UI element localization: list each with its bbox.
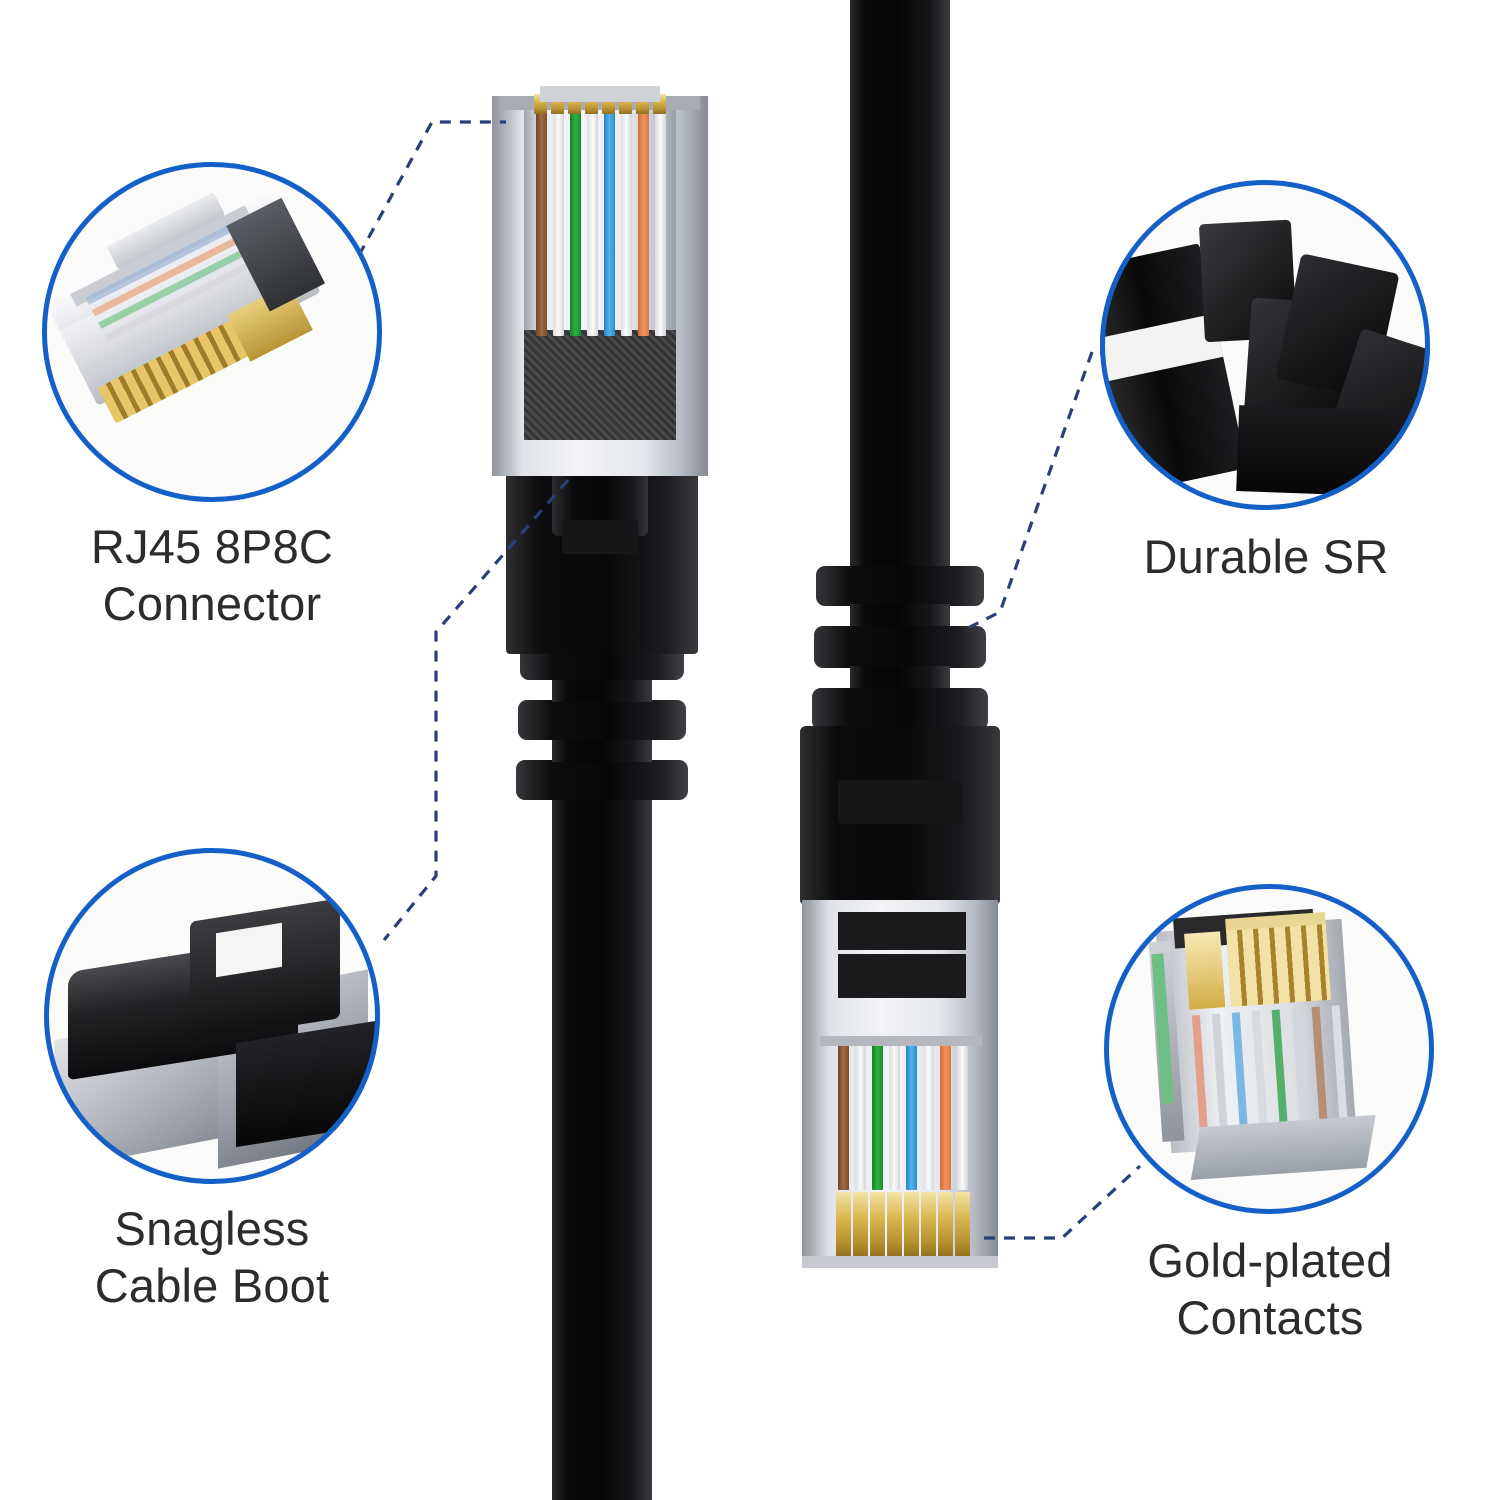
right-cable-body [850,0,950,572]
right-gold-contact-3 [870,1192,885,1258]
right-gold-contact-1 [836,1192,851,1258]
left-boot-latch-notch [562,520,638,554]
right-wire-green [872,1042,883,1190]
wire-white-blue [621,104,632,336]
callout-snagless-boot-label: Snagless Cable Boot [94,1202,330,1313]
right-wire-white-brown [855,1042,866,1190]
right-plug-bottom-edge [802,1256,998,1268]
right-strain-relief-ring-1 [816,566,984,606]
right-plug-dark-band-2 [838,954,966,998]
right-strain-relief-ring-2 [814,626,986,668]
left-strain-relief-ring-2 [518,700,686,740]
left-sr-gap-2 [552,738,652,762]
rj45-plug-closeup-image [42,162,382,502]
left-strain-relief-ring-3 [516,760,688,800]
right-wire-white-blue [923,1042,934,1190]
right-gold-contact-2 [853,1192,868,1258]
callout-gold-contacts[interactable]: Gold-plated Contacts [1104,884,1448,1354]
gold-contacts-closeup-image [1104,884,1434,1214]
right-wire-orange [940,1042,951,1190]
callout-rj45-connector[interactable]: RJ45 8P8C Connector [42,162,382,632]
wire-white-brown [553,104,564,336]
right-sr-gap-2 [850,666,950,690]
right-plug-dark-band-1 [838,912,966,950]
strain-relief-closeup-image [1100,180,1430,510]
callout-rj45-connector-label: RJ45 8P8C Connector [90,520,334,631]
wire-blue [604,104,615,336]
snagless-boot-closeup-image [44,848,380,1184]
left-plug-crimp-block [524,330,676,440]
right-gold-contact-7 [938,1192,953,1258]
wire-green [570,104,581,336]
left-plug-top-cap [540,86,660,102]
right-gold-contact-8 [955,1192,970,1258]
right-gold-contact-6 [921,1192,936,1258]
callout-gold-contacts-label: Gold-plated Contacts [1147,1234,1393,1345]
left-cable-body [552,800,652,1500]
wire-orange [638,104,649,336]
right-wire-blue [906,1042,917,1190]
callout-durable-sr-label: Durable SR [1143,530,1389,583]
right-contact-bar [820,1036,982,1046]
left-sr-gap-1 [552,678,652,702]
right-wire-brown [838,1042,849,1190]
right-boot-latch-recess [838,780,962,824]
right-wire-white-orange [957,1042,968,1190]
wire-brown [536,104,547,336]
right-gold-contact-4 [887,1192,902,1258]
callout-durable-sr[interactable]: Durable SR [1100,180,1444,630]
right-wire-white-green [889,1042,900,1190]
callout-snagless-boot[interactable]: Snagless Cable Boot [44,848,388,1318]
right-gold-contact-5 [904,1192,919,1258]
right-strain-relief-ring-3 [812,688,988,730]
wire-white-green [587,104,598,336]
wire-white-orange [655,104,666,336]
right-sr-gap-1 [850,604,950,628]
